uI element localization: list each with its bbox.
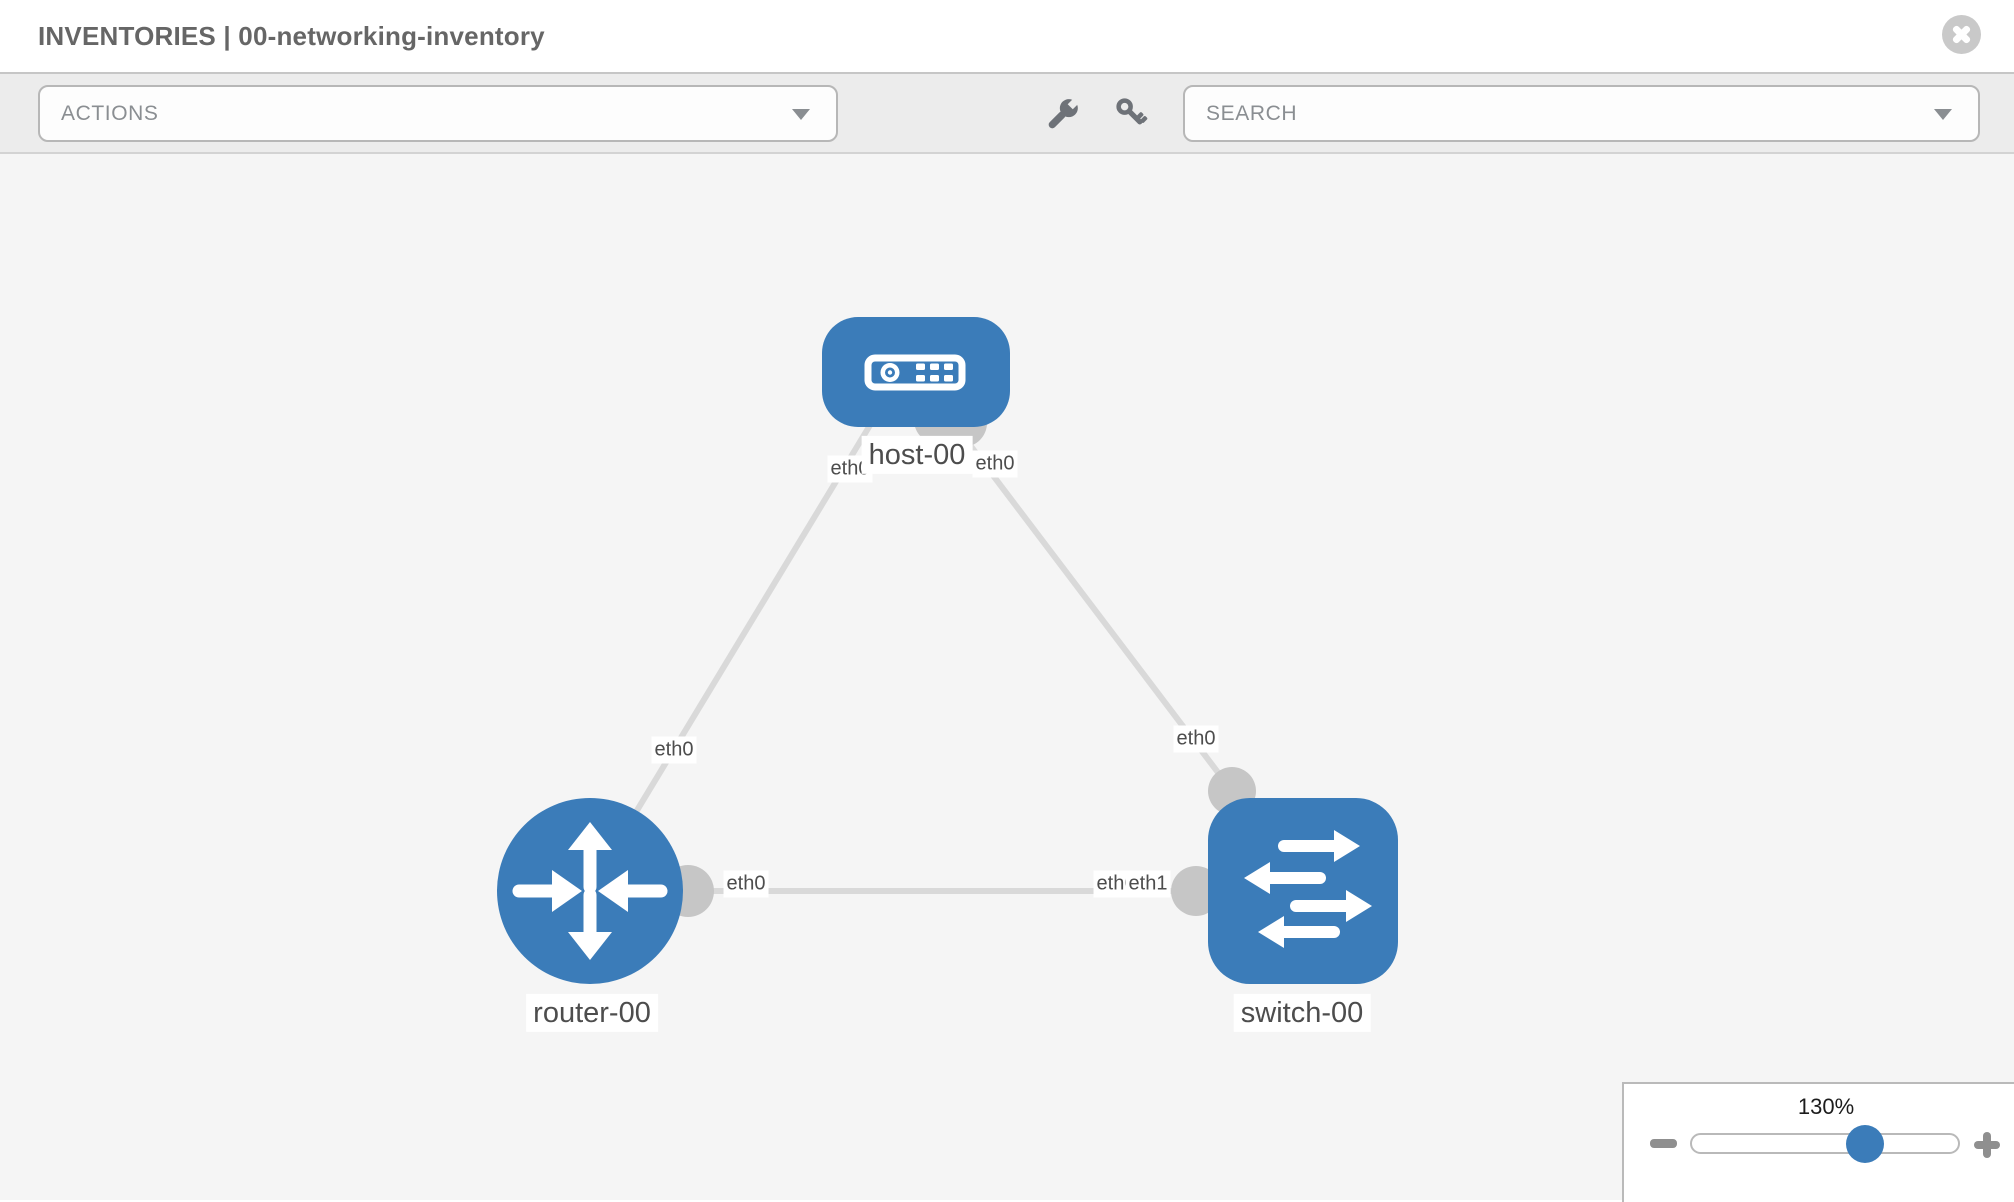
zoom-in-button[interactable] (1974, 1132, 2000, 1158)
zoom-control-panel: 130% (1622, 1082, 2014, 1202)
chevron-down-icon (792, 108, 810, 120)
switch-icon (1244, 830, 1372, 948)
actions-dropdown-label: ACTIONS (61, 101, 159, 125)
node-label-router: router-00 (526, 993, 658, 1033)
key-icon (1116, 98, 1148, 125)
node-router-00[interactable] (497, 798, 683, 984)
node-host-00[interactable] (822, 317, 1010, 427)
node-label-switch: switch-00 (1233, 993, 1371, 1033)
host-icon (864, 354, 966, 391)
page-title: INVENTORIES | 00-networking-inventory (38, 20, 545, 51)
node-switch-00[interactable] (1208, 798, 1398, 984)
interface-label: eth1 (1125, 870, 1171, 898)
topology-canvas[interactable]: eth0 host-00 eth0 eth0 eth0 eth0 eth0 et… (0, 154, 2014, 1200)
router-icon (512, 822, 668, 960)
credentials-key-button[interactable] (1112, 93, 1152, 133)
tools-wrench-button[interactable] (1046, 93, 1086, 133)
interface-label: eth0 (1173, 725, 1219, 753)
zoom-level-value: 130% (1797, 1094, 1855, 1119)
zoom-slider-thumb[interactable] (1846, 1125, 1884, 1163)
search-dropdown[interactable]: SEARCH (1183, 85, 1980, 142)
chevron-down-icon (1934, 108, 1952, 120)
wrench-icon (1048, 97, 1080, 129)
toolbar: ACTIONS SEARCH (0, 74, 2014, 154)
interface-label: eth0 (723, 870, 769, 898)
close-button[interactable] (1942, 15, 1981, 54)
search-dropdown-label: SEARCH (1206, 101, 1298, 125)
actions-dropdown[interactable]: ACTIONS (38, 85, 838, 142)
zoom-slider-track[interactable] (1690, 1133, 1960, 1154)
interface-label: eth0 (651, 736, 697, 764)
node-label-host: host-00 (861, 435, 973, 475)
window-header: INVENTORIES | 00-networking-inventory (0, 0, 2014, 74)
interface-label: eth0 (972, 450, 1018, 478)
zoom-out-button[interactable] (1650, 1139, 1677, 1148)
